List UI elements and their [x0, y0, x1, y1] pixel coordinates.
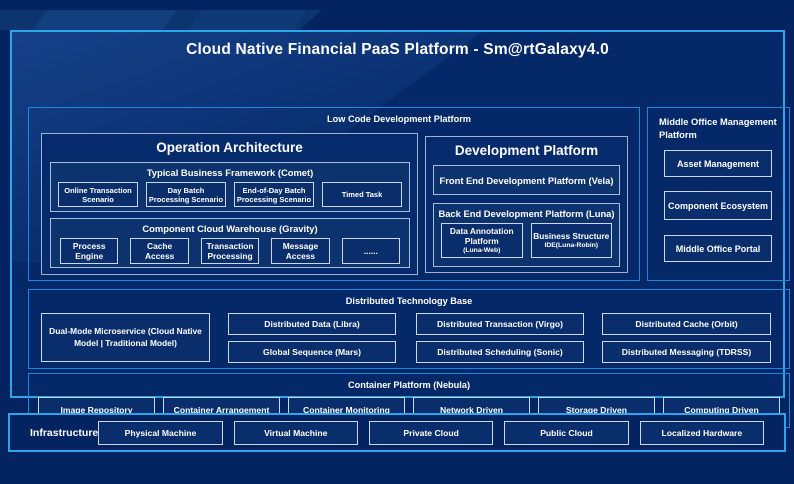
- business-structure-label: Business Structure: [533, 231, 610, 242]
- section-low-code-platform: Low Code Development Platform Operation …: [28, 107, 640, 281]
- box-middle-office-portal: Middle Office Portal: [664, 235, 772, 262]
- development-platform-title: Development Platform: [454, 143, 599, 158]
- infrastructure-row: Physical Machine Virtual Machine Private…: [98, 420, 764, 445]
- operation-architecture-title: Operation Architecture: [156, 140, 303, 155]
- box-virtual-machine: Virtual Machine: [233, 420, 358, 445]
- box-distributed-data: Distributed Data (Libra): [228, 313, 396, 335]
- typical-business-row: Online Transaction Scenario Day Batch Pr…: [51, 178, 409, 207]
- subpanel-typical-business-framework: Typical Business Framework (Comet) Onlin…: [50, 162, 410, 212]
- box-day-batch-processing-scenario: Day Batch Processing Scenario: [146, 182, 226, 207]
- background-decor-streak: [187, 10, 308, 30]
- box-online-transaction-scenario: Online Transaction Scenario: [58, 182, 138, 207]
- box-transaction-processing: Transaction Processing: [200, 238, 260, 264]
- infrastructure-label: Infrastructure: [30, 426, 99, 439]
- box-ellipsis-more: ......: [341, 238, 401, 264]
- box-business-structure-ide: Business Structure IDE(Luna-Robin): [530, 223, 612, 258]
- box-distributed-messaging: Distributed Messaging (TDRSS): [602, 341, 771, 363]
- section-low-code-label: Low Code Development Platform: [327, 114, 471, 124]
- data-annotation-platform-codename: (Luna-Web): [463, 246, 501, 254]
- box-public-cloud: Public Cloud: [504, 420, 629, 445]
- box-data-annotation-platform: Data Annotation Platform (Luna-Web): [441, 223, 523, 258]
- box-localized-hardware: Localized Hardware: [639, 420, 764, 445]
- container-platform-label: Container Platform (Nebula): [348, 380, 470, 390]
- box-process-engine: Process Engine: [60, 238, 119, 264]
- box-distributed-scheduling: Distributed Scheduling (Sonic): [416, 341, 584, 363]
- component-warehouse-row: Process Engine Cache Access Transaction …: [51, 234, 409, 264]
- subpanel-component-cloud-warehouse: Component Cloud Warehouse (Gravity) Proc…: [50, 218, 410, 268]
- box-timed-task: Timed Task: [322, 182, 402, 207]
- section-distributed-technology-base: Distributed Technology Base Dual-Mode Mi…: [28, 289, 790, 369]
- box-component-ecosystem: Component Ecosystem: [664, 191, 772, 220]
- business-structure-codename: IDE(Luna-Robin): [544, 241, 599, 249]
- distributed-base-label: Distributed Technology Base: [345, 296, 473, 306]
- back-end-row: Data Annotation Platform (Luna-Web) Busi…: [434, 219, 619, 258]
- box-distributed-cache: Distributed Cache (Orbit): [602, 313, 771, 335]
- page-title: Cloud Native Financial PaaS Platform - S…: [186, 41, 609, 58]
- middle-office-title: Middle Office Management Platform: [659, 117, 777, 140]
- panel-operation-architecture: Operation Architecture Typical Business …: [41, 133, 418, 275]
- section-infrastructure: Infrastructure Physical Machine Virtual …: [8, 413, 786, 452]
- box-private-cloud: Private Cloud: [368, 420, 494, 445]
- component-warehouse-title: Component Cloud Warehouse (Gravity): [142, 223, 318, 234]
- background-decor-streak: [32, 10, 178, 30]
- platform-outer-frame: Cloud Native Financial PaaS Platform - S…: [10, 30, 790, 428]
- box-end-of-day-batch-processing-scenario: End-of-Day Batch Processing Scenario: [234, 182, 314, 207]
- box-dual-mode-microservice: Dual-Mode Microservice (Cloud Native Mod…: [41, 313, 210, 362]
- box-message-access: Message Access: [271, 238, 330, 264]
- section-middle-office-platform: Middle Office Management Platform Asset …: [647, 107, 790, 281]
- subpanel-back-end-development-platform: Back End Development Platform (Luna) Dat…: [433, 203, 620, 267]
- box-distributed-transaction: Distributed Transaction (Virgo): [416, 313, 584, 335]
- box-cache-access: Cache Access: [130, 238, 189, 264]
- box-global-sequence: Global Sequence (Mars): [228, 341, 396, 363]
- box-asset-management: Asset Management: [664, 150, 772, 177]
- panel-development-platform: Development Platform Front End Developme…: [425, 136, 628, 273]
- data-annotation-platform-label: Data Annotation Platform: [449, 226, 514, 247]
- box-front-end-development-platform: Front End Development Platform (Vela): [433, 165, 620, 195]
- back-end-title: Back End Development Platform (Luna): [438, 208, 615, 219]
- typical-business-title: Typical Business Framework (Comet): [146, 167, 314, 178]
- box-physical-machine: Physical Machine: [98, 420, 223, 445]
